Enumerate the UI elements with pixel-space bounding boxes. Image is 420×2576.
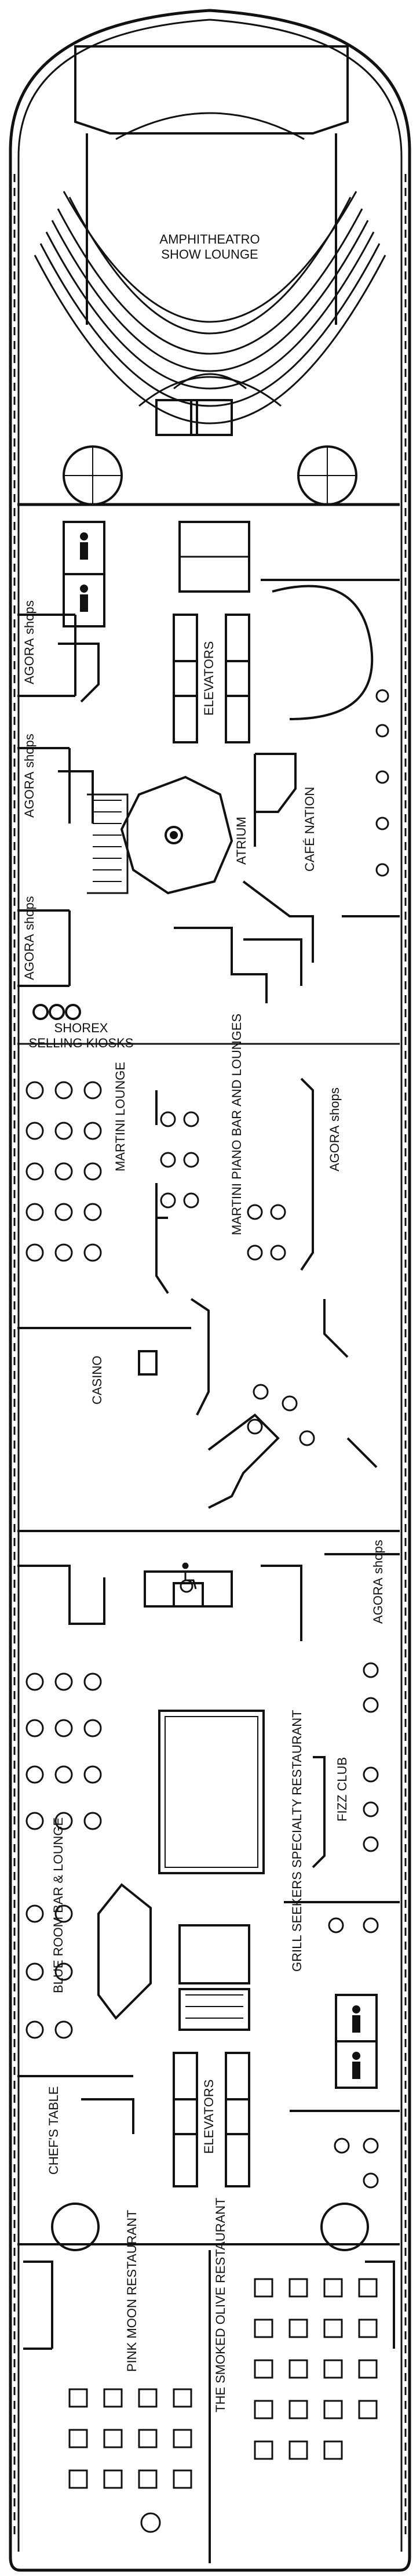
grill-seekers-label: GRILL SEEKERS SPECIALTY RESTAURANT xyxy=(290,1710,304,1972)
pink-moon-label: PINK MOON RESTAURANT xyxy=(125,2209,139,2372)
cafe-nation-label: CAFÉ NATION xyxy=(302,786,317,872)
agora-label-5: AGORA shops xyxy=(371,1540,385,1624)
atrium-label: ATRIUM xyxy=(234,817,249,865)
blue-room-label: BLUE ROOM BAR & LOUNGE xyxy=(51,1817,65,1993)
elevators-fwd-label: ELEVATORS xyxy=(202,641,216,716)
fizz-club-label: FIZZ CLUB xyxy=(335,1757,349,1822)
hull-outline xyxy=(9,9,411,2572)
agora-label-3: AGORA shops xyxy=(22,896,36,980)
agora-label-2: AGORA shops xyxy=(22,734,36,818)
smoked-olive-label: THE SMOKED OLIVE RESTAURANT xyxy=(213,2197,228,2412)
martini-piano-label: MARTINI PIANO BAR AND LOUNGES xyxy=(229,1013,244,1235)
restroom-icon xyxy=(80,532,360,2079)
table-icon xyxy=(25,689,389,2533)
agora-label-1: AGORA shops xyxy=(22,600,36,684)
martini-lounge-label: MARTINI LOUNGE xyxy=(113,1061,127,1171)
agora-label-4: AGORA shops xyxy=(327,1087,342,1171)
accessible-icon xyxy=(180,1562,197,1593)
chefs-table-label: CHEF'S TABLE xyxy=(46,2086,61,2175)
elevators-aft-label: ELEVATORS xyxy=(202,2079,216,2154)
casino-label: CASINO xyxy=(90,1355,104,1405)
